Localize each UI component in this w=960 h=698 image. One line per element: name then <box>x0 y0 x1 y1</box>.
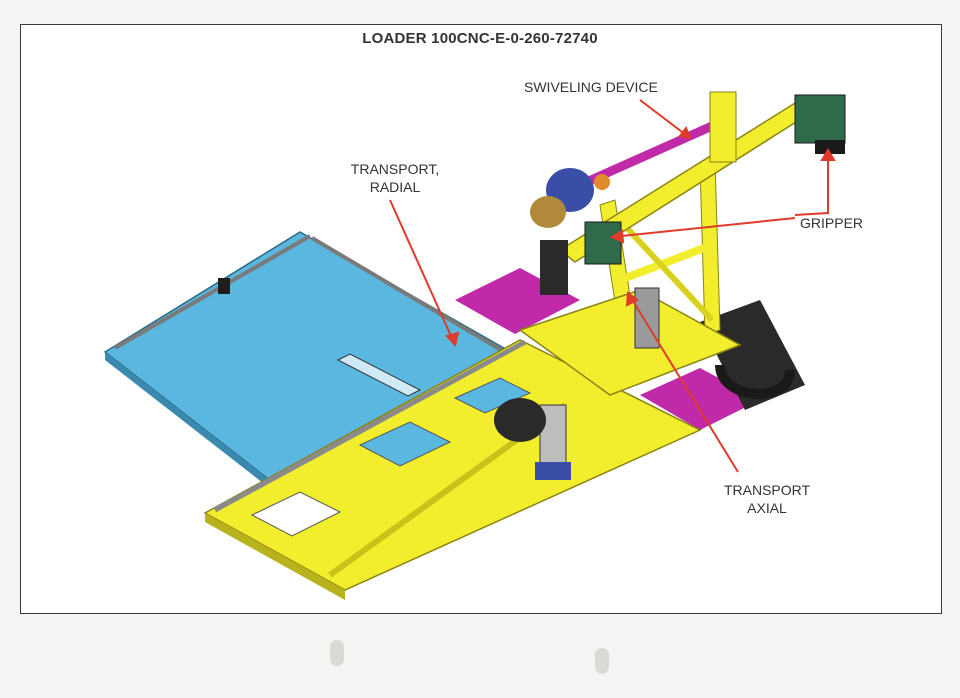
arrow-transport-radial <box>389 199 456 346</box>
arrow-gripper-right <box>794 150 829 216</box>
arrowhead-transport-radial <box>445 331 460 348</box>
tower-diagonal <box>612 212 715 323</box>
arrowhead-swiveling-device <box>678 125 692 140</box>
arrow-swiveling-device <box>639 99 691 139</box>
swivel-shaft <box>578 113 732 190</box>
radial-gripper-support <box>540 240 568 295</box>
label-transport-axial-line2: AXIAL <box>747 500 787 516</box>
arrow-gripper-left <box>611 217 796 238</box>
swivel-coupling <box>594 174 610 190</box>
label-swiveling-device: SWIVELING DEVICE <box>524 79 658 95</box>
carriage-opening-3 <box>453 377 532 414</box>
arrowhead-gripper-left <box>609 229 625 244</box>
cable-carrier <box>715 364 795 399</box>
radial-rail-left <box>114 234 311 350</box>
label-transport-axial-line1: TRANSPORT <box>723 482 811 498</box>
gripper-left <box>584 221 622 265</box>
swivel-gearbox <box>530 196 566 228</box>
carriage-opening-1 <box>250 491 342 537</box>
callout-arrows <box>389 99 836 473</box>
label-gripper: GRIPPER <box>800 215 864 231</box>
axial-rail <box>213 339 527 513</box>
base-plate-right <box>640 368 760 430</box>
label-transport-radial-line1: TRANSPORT, <box>350 161 440 177</box>
axial-drum <box>494 398 546 442</box>
carriage-opening-2 <box>358 421 452 467</box>
gripper-right-jaw <box>815 140 845 154</box>
arrow-transport-axial <box>627 292 739 473</box>
drawing-title: LOADER 100CNC-E-0-260-72740 <box>362 30 598 47</box>
axial-carriage-edge <box>205 513 345 600</box>
axial-motor-base <box>535 462 571 480</box>
arrowhead-transport-axial <box>625 291 639 307</box>
base-plate-dark <box>700 300 805 410</box>
tower-cross-brace-2 <box>618 241 714 284</box>
punch-hole-left <box>330 640 344 666</box>
label-transport-axial: TRANSPORT AXIAL <box>712 481 822 517</box>
punch-hole-right <box>595 648 609 674</box>
radial-table-block <box>218 278 230 294</box>
radial-table-slot <box>336 353 422 397</box>
axial-carriage-frame <box>203 339 702 591</box>
swivel-end-post <box>709 91 737 163</box>
tower-base-frame <box>518 289 742 396</box>
gripper-right <box>794 94 846 144</box>
label-transport-radial: TRANSPORT, RADIAL <box>340 160 450 196</box>
label-transport-radial-line2: RADIAL <box>369 179 421 195</box>
arrowhead-gripper-right <box>820 148 836 161</box>
